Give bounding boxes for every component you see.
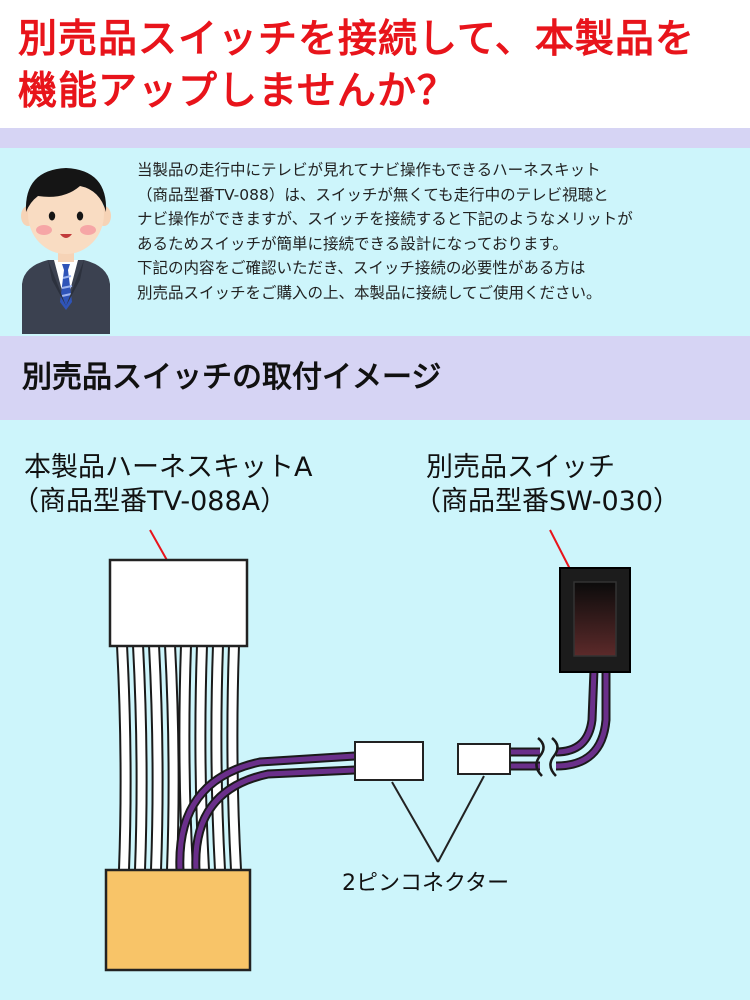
top-banner: 別売品スイッチを接続して、本製品を 機能アップしませんか？ [0, 0, 750, 128]
intro-paragraph: 当製品の走行中にテレビが見れてナビ操作もできるハーネスキット （商品型番TV-0… [137, 161, 633, 302]
intro-section: 当製品の走行中にテレビが見れてナビ操作もできるハーネスキット （商品型番TV-0… [0, 148, 750, 336]
purple-wires-right [510, 669, 609, 769]
divider-band [0, 128, 750, 148]
connector-label: 2ピンコネクター [342, 871, 510, 896]
businessman-illustration [21, 168, 111, 334]
wiring-diagram [104, 529, 631, 972]
switch-name-label: 別売品スイッチ [426, 452, 615, 483]
wire-break-symbol [535, 737, 559, 777]
harness-connector-top [108, 558, 249, 648]
harness-model-label: （商品型番TV-088A） [12, 486, 288, 517]
installation-diagram: 本製品ハーネスキットA （商品型番TV-088A） 別売品スイッチ （商品型番S… [0, 420, 750, 1000]
two-pin-connector-male [354, 741, 424, 781]
connector-leader-left [391, 781, 439, 863]
purple-wires-left [177, 753, 356, 871]
connector-leader-right [437, 775, 485, 863]
section-title: 別売品スイッチの取付イメージ [22, 360, 442, 395]
headline-line-1: 別売品スイッチを接続して、本製品を [18, 17, 695, 62]
harness-wires [118, 644, 240, 871]
headline-line-2: 機能アップしませんか？ [18, 69, 457, 114]
section-header: 別売品スイッチの取付イメージ [0, 336, 750, 420]
two-pin-connector-female [457, 743, 511, 775]
harness-name-label: 本製品ハーネスキットA [24, 452, 313, 483]
switch-model-label: （商品型番SW-030） [414, 486, 681, 517]
switch-rocker [573, 581, 617, 657]
headline: 別売品スイッチを接続して、本製品を 機能アップしませんか？ [18, 14, 738, 118]
harness-connector-bottom [104, 868, 252, 972]
